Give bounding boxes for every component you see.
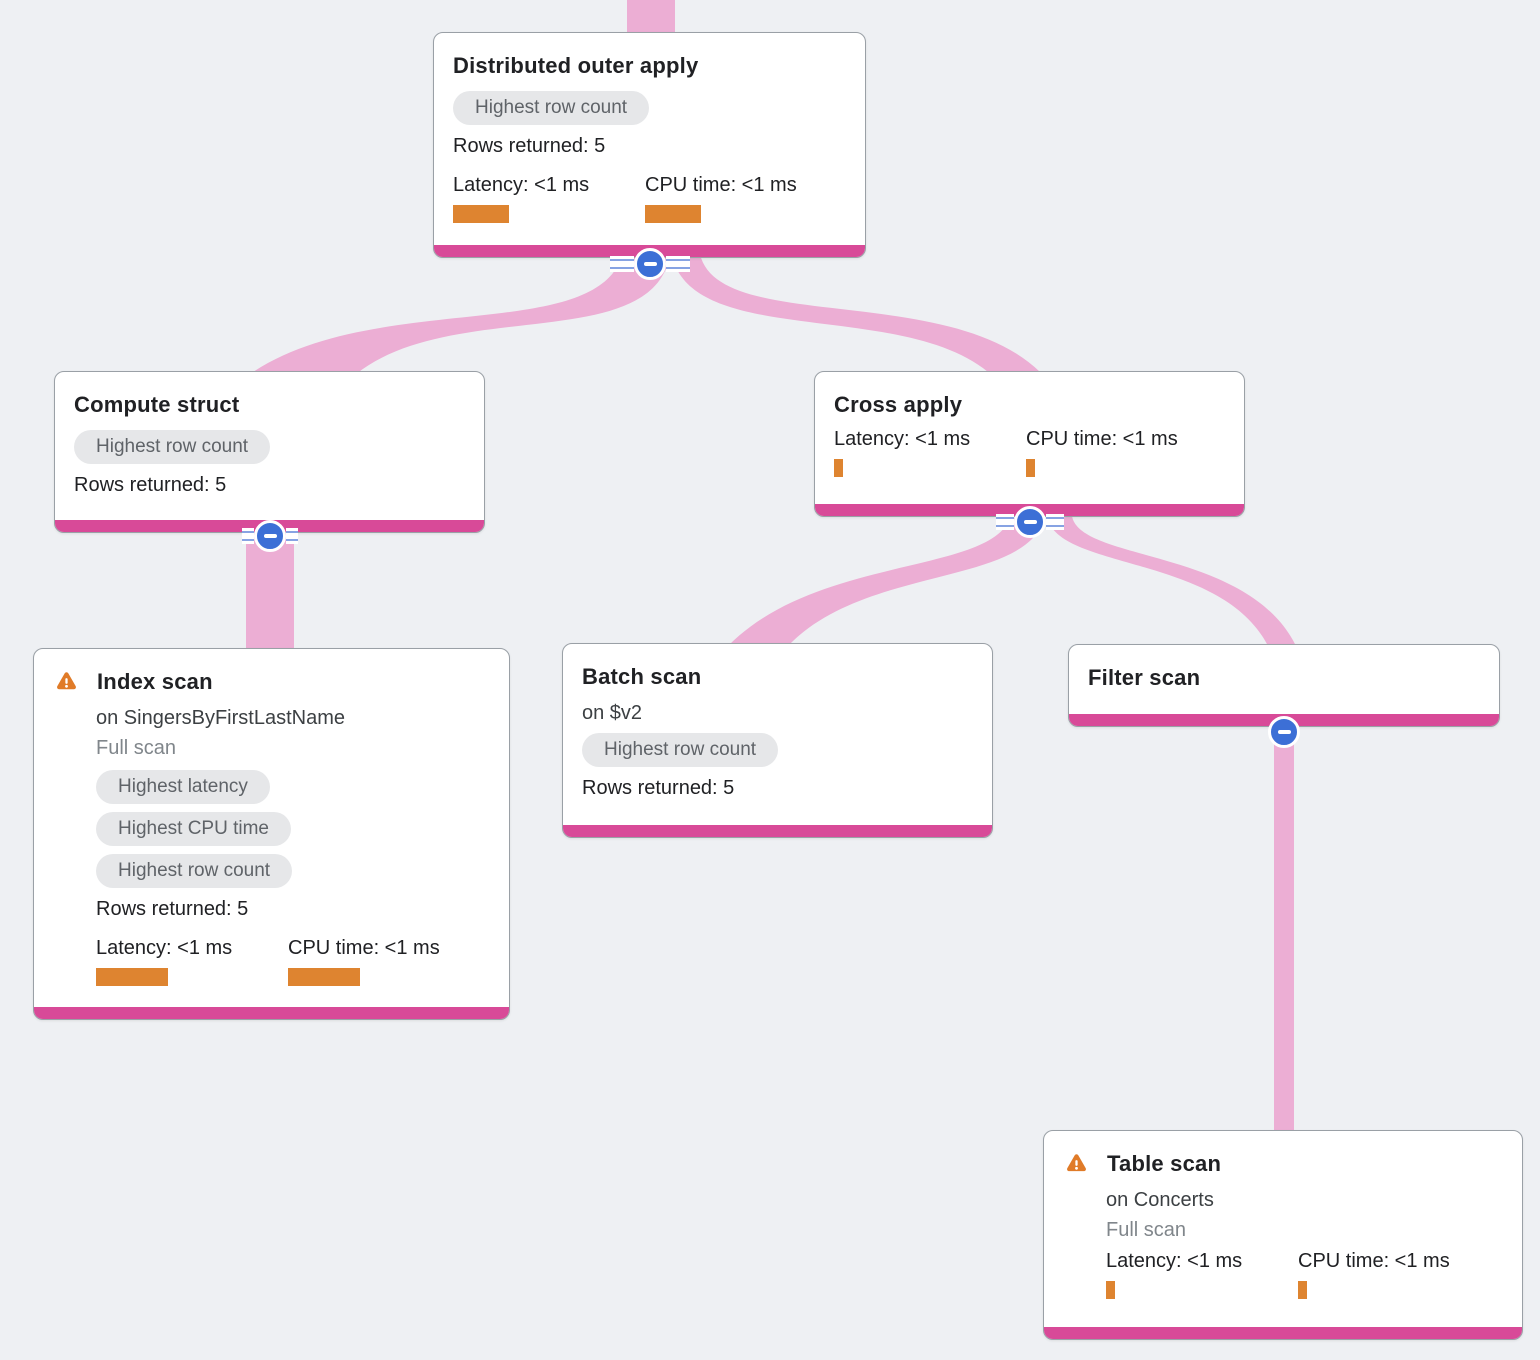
edge-cross-apply-to-filter-scan	[1048, 516, 1296, 646]
collapse-stripes-right	[1046, 514, 1064, 530]
cpu-time-bar	[1026, 459, 1035, 477]
badge-highest-latency: Highest latency	[96, 770, 270, 804]
collapse-button-distributed-outer-apply[interactable]	[610, 248, 690, 280]
node-title: Compute struct	[74, 392, 240, 417]
badge-highest-row-count: Highest row count	[453, 91, 650, 125]
node-subtitle: on $v2	[582, 702, 643, 724]
plan-node-distributed-outer-apply[interactable]: Distributed outer apply Highest row coun…	[433, 32, 866, 258]
collapse-stripes-right	[286, 528, 298, 544]
edge-filter-scan-to-table-scan	[1274, 726, 1294, 1132]
cpu-time-label: CPU time: <1 ms	[645, 174, 797, 196]
node-title: Index scan	[97, 669, 213, 694]
cpu-time-label: CPU time: <1 ms	[288, 937, 440, 959]
edge-distributed-outer-apply-to-cross-apply	[672, 254, 1040, 372]
collapse-button-compute-struct[interactable]	[242, 520, 298, 552]
latency-label: Latency: <1 ms	[834, 428, 971, 450]
latency-bar	[1106, 1281, 1115, 1299]
warning-icon	[53, 669, 80, 694]
scan-type-label: Full scan	[1106, 1219, 1187, 1241]
node-subtitle: on SingersByFirstLastName	[96, 707, 345, 729]
warning-icon	[1063, 1151, 1090, 1176]
rows-returned: Rows returned: 5	[96, 898, 249, 920]
plan-node-cross-apply[interactable]: Cross apply Latency: <1 ms CPU time: <1 …	[814, 371, 1245, 517]
plan-node-batch-scan[interactable]: Batch scan on $v2 Highest row count Rows…	[562, 643, 993, 838]
edge-cross-apply-to-batch-scan	[728, 518, 1044, 646]
latency-bar	[834, 459, 843, 477]
node-accent-bar	[34, 1007, 509, 1019]
latency-label: Latency: <1 ms	[96, 937, 233, 959]
collapse-button-filter-scan[interactable]	[1268, 716, 1300, 748]
cpu-time-label: CPU time: <1 ms	[1026, 428, 1178, 450]
collapse-button-cross-apply[interactable]	[996, 506, 1064, 538]
rows-returned: Rows returned: 5	[453, 135, 606, 157]
node-accent-bar	[563, 825, 992, 837]
collapse-stripes-left	[996, 514, 1014, 530]
collapse-stripes-right	[666, 256, 690, 272]
node-title: Distributed outer apply	[453, 53, 699, 78]
rows-returned: Rows returned: 5	[74, 474, 227, 496]
rows-returned: Rows returned: 5	[582, 777, 735, 799]
node-title: Cross apply	[834, 392, 963, 417]
cpu-time-bar	[288, 968, 360, 986]
badge-highest-row-count: Highest row count	[74, 430, 271, 464]
node-accent-bar	[1044, 1327, 1522, 1339]
node-title: Batch scan	[582, 664, 702, 689]
cpu-time-bar	[645, 205, 701, 223]
minus-icon	[1014, 506, 1046, 538]
minus-icon	[1268, 716, 1300, 748]
node-subtitle: on Concerts	[1106, 1189, 1214, 1211]
cpu-time-bar	[1298, 1281, 1307, 1299]
node-title: Filter scan	[1088, 665, 1201, 690]
minus-icon	[634, 248, 666, 280]
latency-bar	[96, 968, 168, 986]
edge-distributed-outer-apply-to-compute-struct	[250, 256, 670, 374]
node-title: Table scan	[1107, 1151, 1222, 1176]
minus-icon	[254, 520, 286, 552]
plan-node-compute-struct[interactable]: Compute struct Highest row count Rows re…	[54, 371, 485, 533]
collapse-stripes-left	[610, 256, 634, 272]
plan-node-filter-scan[interactable]: Filter scan	[1068, 644, 1500, 727]
collapse-stripes-left	[242, 528, 254, 544]
latency-label: Latency: <1 ms	[453, 174, 590, 196]
latency-bar	[453, 205, 509, 223]
plan-node-index-scan[interactable]: Index scan on SingersByFirstLastName Ful…	[33, 648, 510, 1020]
latency-label: Latency: <1 ms	[1106, 1250, 1243, 1272]
cpu-time-label: CPU time: <1 ms	[1298, 1250, 1450, 1272]
badge-highest-row-count: Highest row count	[582, 733, 779, 767]
plan-node-table-scan[interactable]: Table scan on Concerts Full scan Latency…	[1043, 1130, 1523, 1340]
badge-highest-cpu-time: Highest CPU time	[96, 812, 291, 846]
scan-type-label: Full scan	[96, 737, 177, 759]
edge-root-to-distributed-outer-apply	[627, 0, 675, 36]
badge-highest-row-count: Highest row count	[96, 854, 293, 888]
